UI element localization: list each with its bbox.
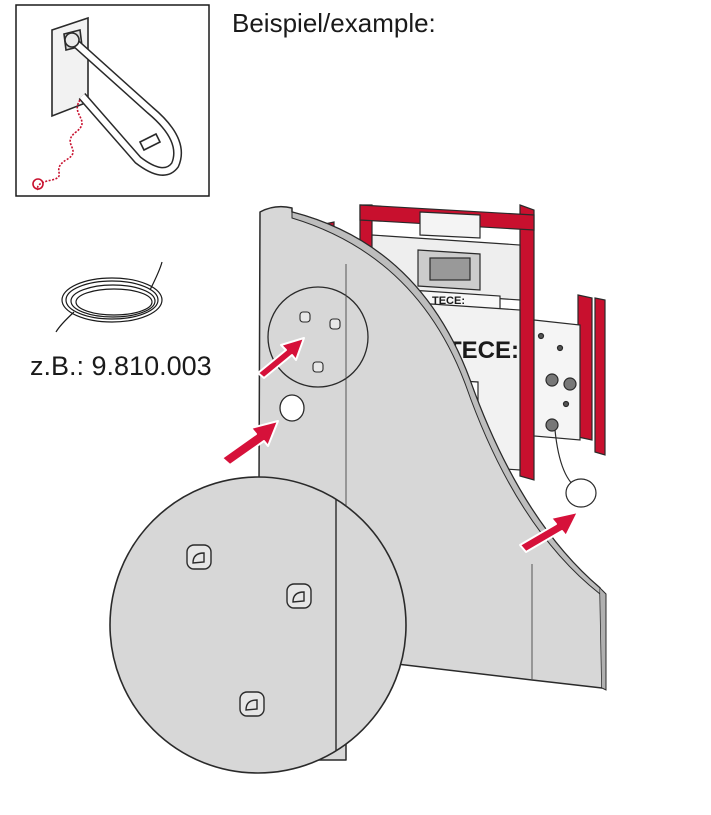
part-number-label: z.B.: 9.810.003	[30, 351, 212, 381]
grab-bar-inset	[15, 4, 210, 197]
grab-bar-icon	[32, 16, 183, 191]
frame-logo-small: TECE:	[432, 295, 465, 307]
large-magnifier-circle-icon	[109, 476, 407, 774]
fastener-icon	[299, 311, 341, 373]
example-label: Beispiel/example:	[232, 8, 436, 38]
arrow-icon	[221, 337, 579, 553]
cable-coil-icon	[55, 261, 163, 333]
fastener-icon	[186, 544, 312, 717]
small-magnifier-circle-icon	[267, 286, 369, 388]
